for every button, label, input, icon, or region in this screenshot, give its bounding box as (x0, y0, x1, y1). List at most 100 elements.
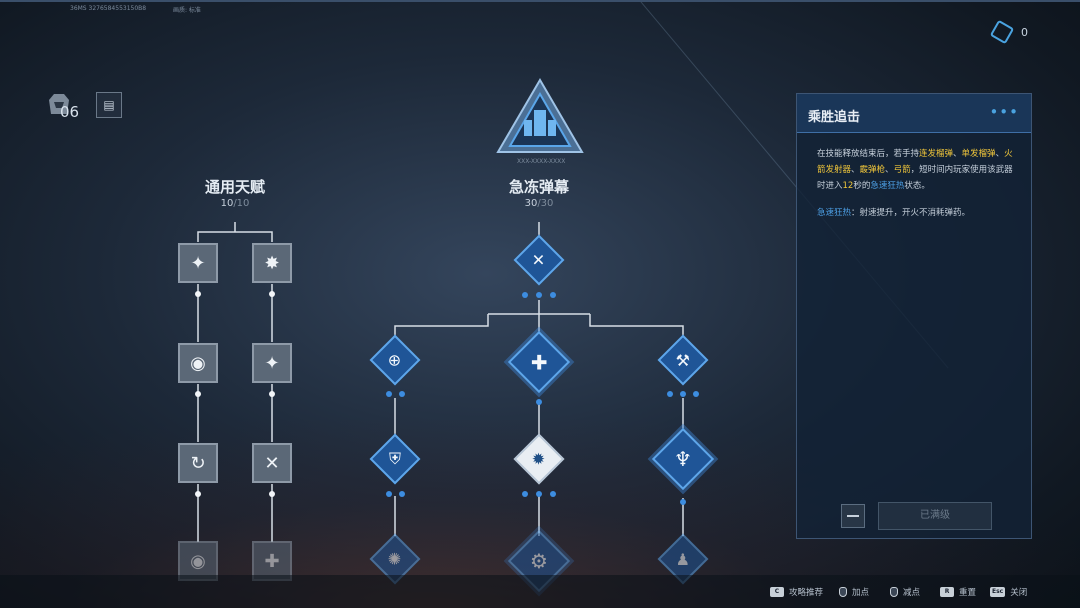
key-r-icon: R (940, 587, 954, 597)
general-node-4[interactable]: ✦ (252, 343, 292, 383)
mouse-right-icon (890, 587, 898, 597)
document-button[interactable]: ▤ (96, 92, 122, 118)
general-node-3[interactable]: ◉ (178, 343, 218, 383)
node-dot (386, 391, 392, 397)
shield-plus-icon: ✚ (264, 550, 280, 572)
node-dot (522, 292, 528, 298)
quality-text: 画质: 标准 (173, 7, 201, 14)
node-dot (536, 399, 542, 405)
top-border (0, 0, 1080, 2)
panel-header: 乘胜追击 ••• (797, 94, 1031, 133)
document-icon: ▤ (103, 98, 115, 112)
mouse-left-icon (839, 587, 847, 597)
buff-effect-text: ：射速提升，开火不消耗弹药。 (851, 208, 971, 218)
hint-label: 攻略推荐 (789, 588, 824, 598)
hint-label: 加点 (852, 588, 870, 598)
shark-icon: ✦ (190, 252, 206, 274)
talent-description: 在技能释放结束后，若手持连发榴弹、单发榴弹、火箭发射器、霰弹枪、弓箭，短时间内玩… (817, 146, 1017, 194)
minus-icon (847, 515, 859, 517)
general-node-5[interactable]: ↻ (178, 443, 218, 483)
main-max: /30 (537, 198, 554, 209)
fire-icon: ✹ (532, 449, 546, 469)
skill-emblem-icon (496, 78, 584, 153)
talent-detail-panel: 乘胜追击 ••• 在技能释放结束后，若手持连发榴弹、单发榴弹、火箭发射器、霰弹枪… (796, 93, 1032, 539)
general-node-8[interactable]: ✚ (252, 541, 292, 581)
node-dot (399, 491, 405, 497)
remove-point-button[interactable] (841, 504, 865, 528)
more-options-icon[interactable]: ••• (989, 103, 1019, 121)
general-node-6[interactable]: ✕ (252, 443, 292, 483)
node-dot (536, 292, 542, 298)
target-icon: ◉ (190, 352, 206, 374)
weapon-name: 弓箭 (893, 165, 911, 175)
bottom-hint-bar (0, 575, 1080, 608)
gear-icon: ⚙ (530, 549, 548, 573)
node-dot (550, 292, 556, 298)
weapon-name: 火箭发射器 (817, 149, 1013, 175)
general-node-7[interactable]: ◉ (178, 541, 218, 581)
session-id-text: 36MS 3276584553150B8 (70, 5, 147, 12)
hint-remove-point[interactable]: 减点 (890, 586, 920, 598)
currency-display: 0 (989, 19, 1028, 45)
desc-separator: 、 (885, 165, 894, 175)
helmet-icon (49, 94, 69, 114)
node-dot (399, 391, 405, 397)
node-dot (269, 391, 275, 397)
tools-icon: ⚒ (675, 350, 691, 370)
node-dot (693, 391, 699, 397)
weapon-name: 单发榴弹 (961, 149, 996, 159)
node-dot (195, 391, 201, 397)
node-dot (667, 391, 673, 397)
weapon-name: 连发榴弹 (919, 149, 954, 159)
node-dot (536, 491, 542, 497)
figures-icon: ♟ (675, 549, 691, 569)
hint-label: 重置 (959, 588, 977, 598)
maxed-level-button[interactable]: 已满级 (878, 502, 992, 530)
main-tree-count: 30/30 (479, 198, 599, 209)
crosshair-icon: ⊕ (388, 350, 402, 370)
node-dot (680, 391, 686, 397)
key-c-icon: C (770, 587, 784, 597)
weapon-name: 霰弹枪 (859, 165, 886, 175)
general-node-2[interactable]: ✸ (252, 243, 292, 283)
node-dot (386, 491, 392, 497)
hint-guide[interactable]: C 攻略推荐 (770, 586, 823, 598)
desc-text: ，短时间内玩家使用该武器时进入 (817, 165, 1013, 191)
hint-reset[interactable]: R 重置 (940, 586, 976, 598)
general-tree-title: 通用天赋 (204, 178, 265, 196)
node-dot (550, 491, 556, 497)
desc-text: 秒的 (853, 181, 871, 191)
level-number: 06 (60, 103, 80, 121)
emblem-caption: XXX-XXXX-XXXX (517, 158, 566, 165)
desc-separator: 、 (851, 165, 860, 175)
buff-effect: 急速狂热：射速提升，开火不消耗弹药。 (817, 206, 1017, 218)
desc-separator: 、 (995, 149, 1005, 159)
general-node-1[interactable]: ✦ (178, 243, 218, 283)
hint-add-point[interactable]: 加点 (839, 586, 869, 598)
talent-name: 乘胜追击 (808, 110, 861, 125)
main-tree-title: 急冻弹幕 (508, 178, 569, 196)
node-dot (269, 291, 275, 297)
node-dot (195, 291, 201, 297)
crystal-icon: ♆ (674, 447, 692, 471)
desc-text: 状态。 (904, 181, 930, 191)
currency-value: 0 (1021, 25, 1028, 39)
node-dot (522, 491, 528, 497)
node-dot (195, 491, 201, 497)
buff-name: 急速狂热 (817, 208, 852, 218)
crossed-shot-icon: ✕ (532, 250, 546, 270)
target-icon: ◉ (190, 550, 206, 572)
main-points: 30 (524, 198, 538, 209)
shield-icon: ⛨ (388, 448, 402, 468)
buff-name: 急速狂热 (870, 181, 905, 191)
desc-text: 在技能释放结束后，若手持 (817, 149, 920, 159)
hand-plus-icon: ✚ (530, 349, 548, 374)
general-tree-count: 10/10 (175, 198, 295, 209)
hint-label: 减点 (903, 588, 921, 598)
desc-separator: 、 (953, 149, 962, 159)
hint-label: 关闭 (1010, 588, 1028, 598)
duration-value: 12 (842, 181, 854, 191)
general-points: 10 (220, 198, 234, 209)
shark-icon: ✦ (264, 352, 280, 374)
